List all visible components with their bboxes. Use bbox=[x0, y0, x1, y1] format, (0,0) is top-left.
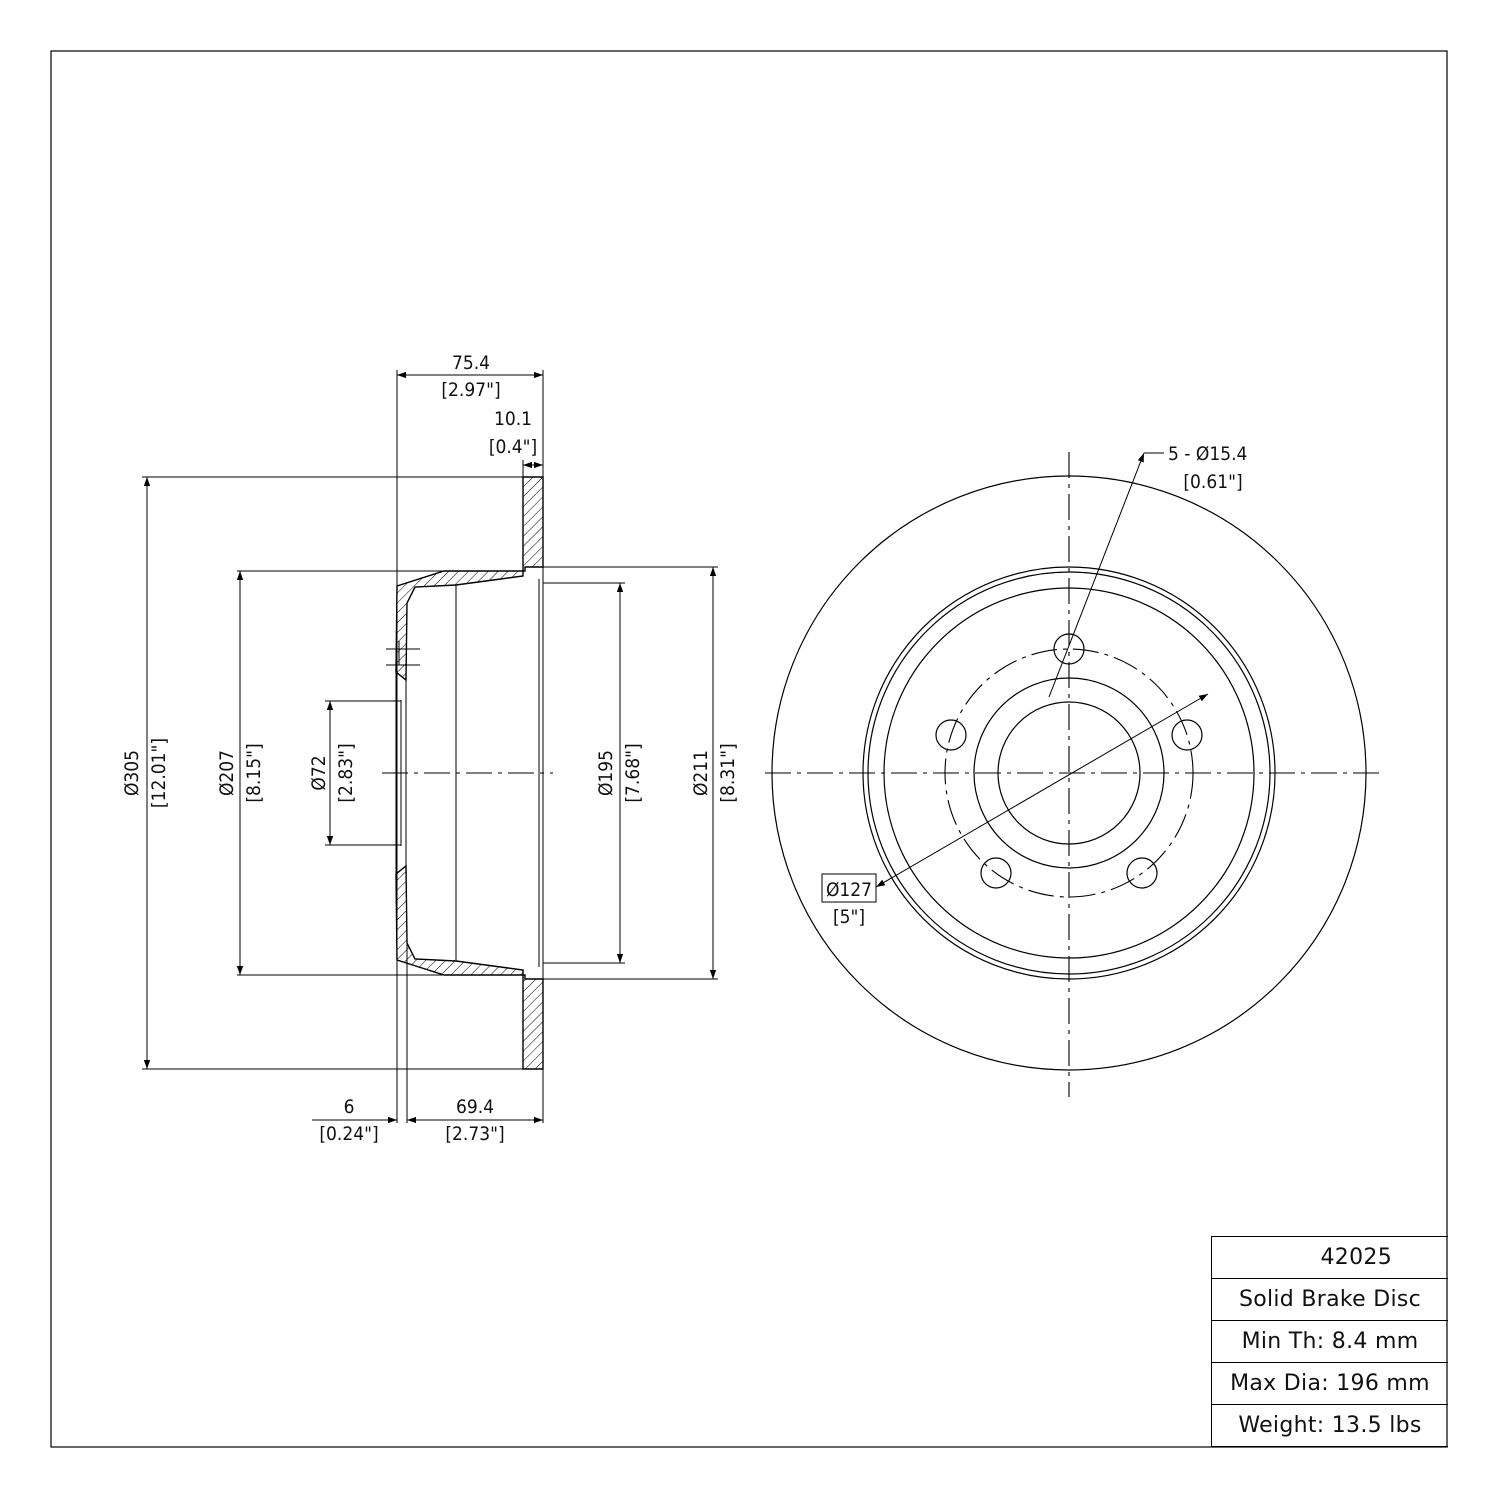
bolt-holes-mm: 5 - Ø15.4 bbox=[1168, 443, 1247, 465]
bolt-circle-mm: Ø127 bbox=[826, 879, 872, 901]
hat-diameter-in: [8.15"] bbox=[243, 743, 265, 802]
rotor-thickness-mm: 10.1 bbox=[494, 408, 532, 430]
hat-depth-mm: 69.4 bbox=[456, 1096, 494, 1118]
hat-diameter-mm: Ø207 bbox=[216, 750, 238, 796]
inner-diameter-mm: Ø195 bbox=[595, 750, 617, 796]
friction-diameter-in: [8.31"] bbox=[717, 743, 739, 802]
bolt-hole-1 bbox=[1053, 633, 1085, 665]
hat-offset-in: [0.24"] bbox=[319, 1123, 378, 1145]
inner-diameter-in: [7.68"] bbox=[622, 743, 644, 802]
part-number: 42025 bbox=[1212, 1237, 1448, 1279]
section-bottom-half bbox=[395, 864, 544, 1070]
center-bore-in: [2.83"] bbox=[335, 743, 357, 802]
drawing-frame bbox=[50, 50, 1448, 1448]
bolt-hole-leader bbox=[1048, 452, 1145, 698]
bolt-circle-leader bbox=[875, 693, 1209, 888]
bolt-holes-in: [0.61"] bbox=[1183, 471, 1242, 493]
overall-depth-in: [2.97"] bbox=[441, 379, 500, 401]
overall-depth-mm: 75.4 bbox=[452, 352, 490, 374]
rotor-thickness-in: [0.4"] bbox=[489, 436, 537, 458]
part-description: Solid Brake Disc bbox=[1212, 1279, 1448, 1321]
rotor-outer-edge bbox=[771, 475, 1367, 1071]
bolt-circle-in: [5"] bbox=[833, 906, 865, 928]
hat-offset-mm: 6 bbox=[344, 1096, 355, 1118]
hat-depth-in: [2.73"] bbox=[445, 1123, 504, 1145]
weight: Weight: 13.5 lbs bbox=[1212, 1405, 1448, 1447]
min-thickness: Min Th: 8.4 mm bbox=[1212, 1321, 1448, 1363]
hat-outer-edge bbox=[867, 571, 1271, 975]
center-bore-mm: Ø72 bbox=[308, 755, 330, 790]
section-top-half bbox=[395, 476, 544, 682]
outer-diameter-mm: Ø305 bbox=[121, 750, 143, 796]
front-view: 5 - Ø15.4 [0.61"] Ø127 [5"] bbox=[765, 443, 1380, 1097]
outer-diameter-in: [12.01"] bbox=[148, 738, 170, 808]
bolt-circle-label-box bbox=[821, 873, 877, 903]
title-block: 42025 Solid Brake Disc Min Th: 8.4 mm Ma… bbox=[1211, 1236, 1448, 1447]
bolt-hole-2 bbox=[1171, 719, 1203, 751]
side-section-view: 75.4 [2.97"] 10.1 [0.4"] 6 [0.24"] 69.4 … bbox=[121, 352, 739, 1145]
friction-diameter-mm: Ø211 bbox=[690, 750, 712, 796]
max-diameter: Max Dia: 196 mm bbox=[1212, 1363, 1448, 1405]
friction-inner-edge bbox=[862, 566, 1276, 980]
